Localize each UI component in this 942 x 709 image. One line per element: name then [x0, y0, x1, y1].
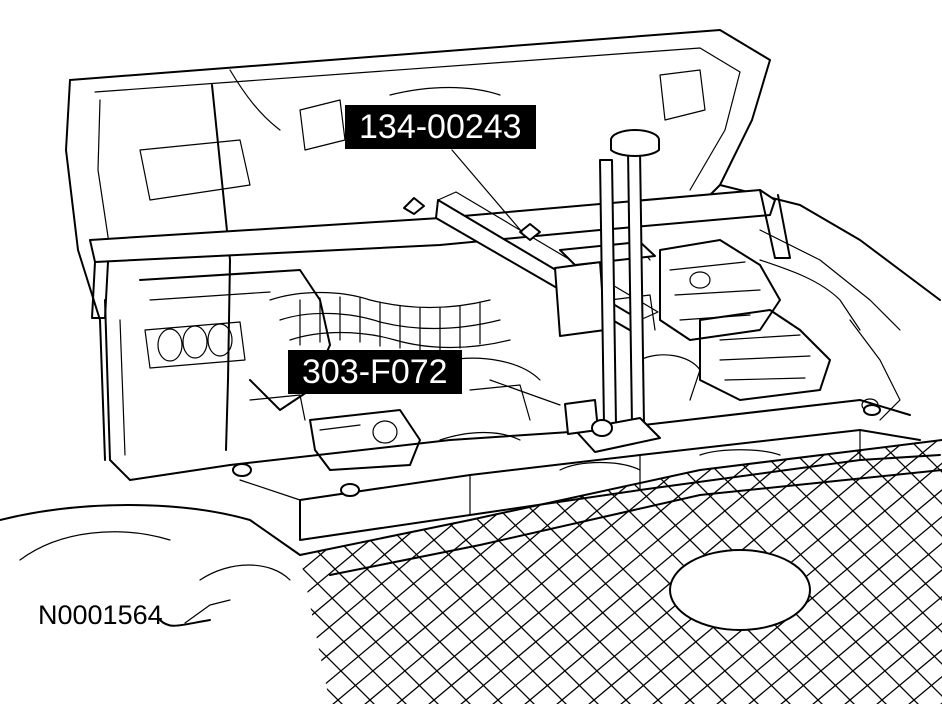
tool-callout-134-00243: 134-00243: [345, 105, 536, 149]
figure-number: N0001564: [38, 600, 163, 630]
hood-prop-rod: [211, 84, 231, 451]
engine-block: [139, 269, 541, 471]
front-grille: [299, 439, 942, 704]
left-fender: [0, 299, 301, 627]
right-fender: [719, 184, 941, 421]
engine-support-tool: [89, 129, 791, 453]
callout-leaders: [184, 149, 561, 624]
tool-callout-303-f072: 303-F072: [288, 350, 462, 394]
hood-outline: [65, 29, 771, 461]
